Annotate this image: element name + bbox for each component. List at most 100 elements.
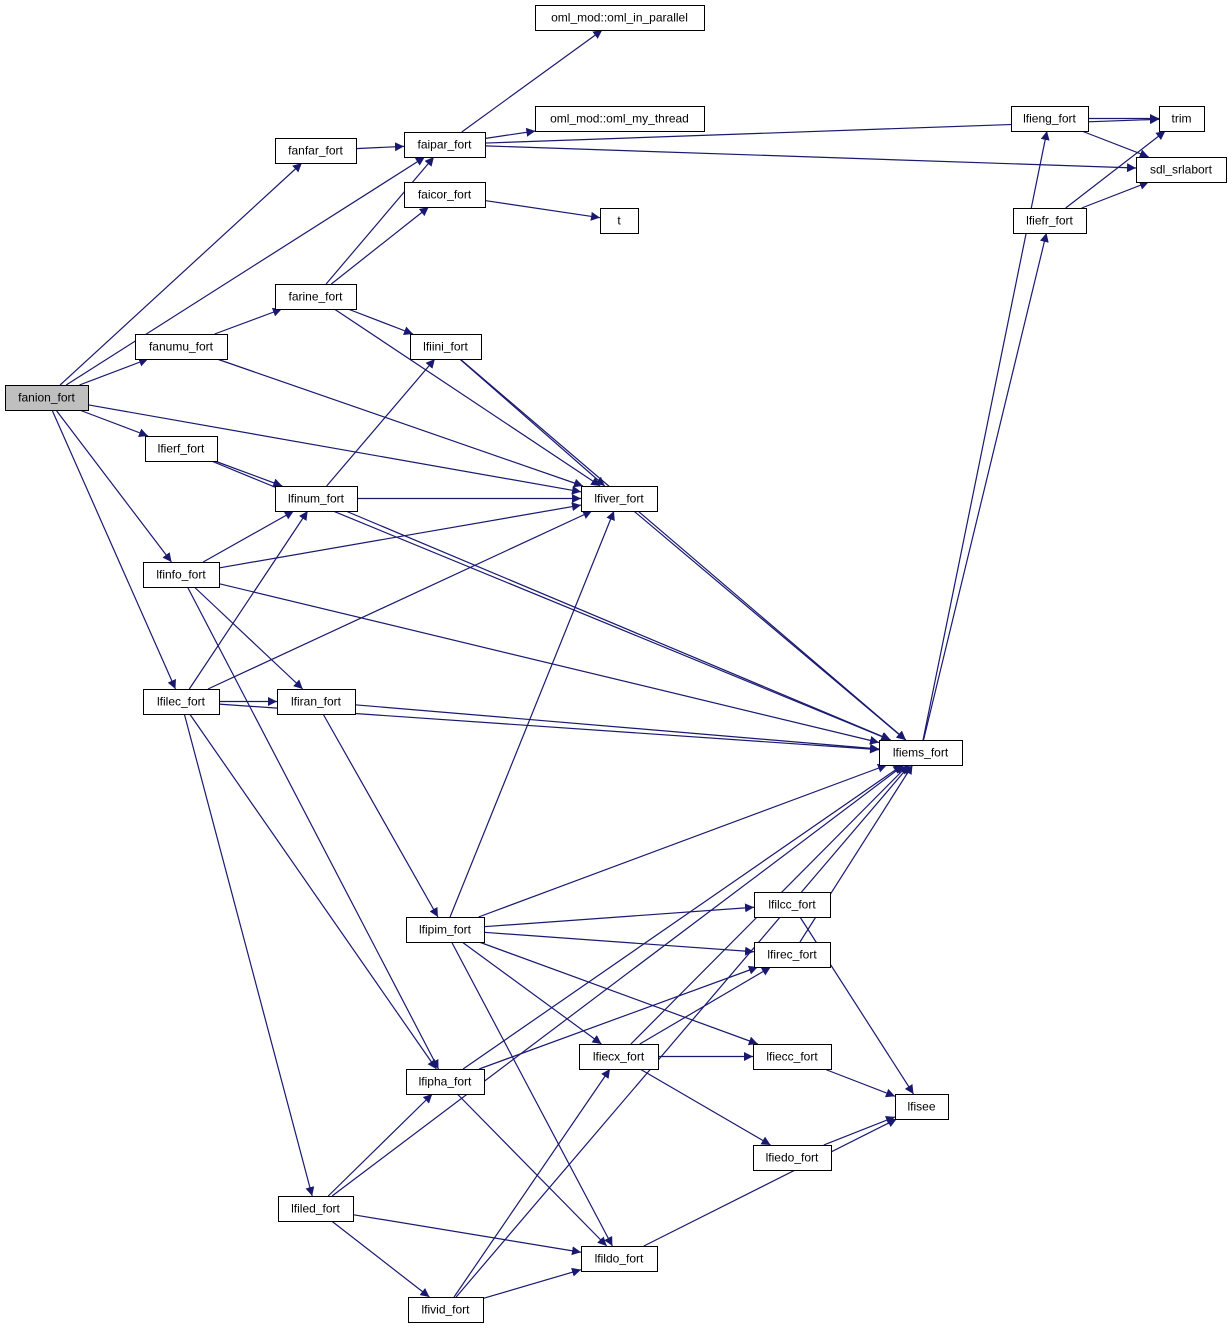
edge-lfiran_fort-to-lfiems_fort	[354, 704, 880, 753]
node-box	[406, 1069, 485, 1095]
edge-lfinfo_fort-to-lfiems_fort	[218, 583, 880, 745]
edge-farine_fort-to-faipar_fort	[325, 156, 435, 285]
node-label: lfiecc_fort	[766, 1050, 818, 1064]
node-lfildo_fort[interactable]: lfildo_fort	[581, 1246, 658, 1272]
edge-lfilec_fort-to-lfiled_fort	[183, 713, 315, 1197]
edge-lfinfo_fort-to-lfipha_fort	[186, 586, 440, 1070]
node-trim[interactable]: trim	[1159, 106, 1205, 132]
node-label: lfiled_fort	[291, 1202, 340, 1216]
node-label: lfivid_fort	[421, 1303, 470, 1317]
edge-fanion_fort-to-lfierf_fort	[79, 409, 149, 438]
node-box	[135, 334, 228, 360]
edge-lfipim_fort-to-lfildo_fort	[451, 941, 613, 1247]
node-lfiecx_fort[interactable]: lfiecx_fort	[579, 1044, 659, 1070]
node-lfieng_fort[interactable]: lfieng_fort	[1011, 106, 1089, 132]
node-box	[404, 182, 486, 208]
edge-lfiems_fort-to-lfiefr_fort	[922, 232, 1049, 741]
edge-faicor_fort-to-t	[484, 199, 601, 221]
node-lfirec_fort[interactable]: lfirec_fort	[754, 942, 831, 968]
node-label: lfinum_fort	[288, 492, 345, 506]
edge-lfilec_fort-to-lfiver_fort	[207, 510, 593, 690]
edge-lfivid_fort-to-lfiecx_fort	[453, 1068, 611, 1298]
edge-lfiver_fort-to-lfiems_fort	[633, 510, 907, 741]
node-label: lfierf_fort	[158, 442, 205, 456]
edge-lfiedo_fort-to-lfisee	[823, 1116, 896, 1146]
node-lfilcc_fort[interactable]: lfilcc_fort	[754, 892, 831, 918]
edge-fanion_fort-to-lfilec_fort	[51, 409, 177, 690]
node-label: faipar_fort	[417, 138, 472, 152]
edge-lfiefr_fort-to-sdl_srlabort	[1081, 181, 1149, 209]
node-label: sdl_srlabort	[1150, 163, 1213, 177]
node-farine_fort[interactable]: farine_fort	[275, 284, 357, 310]
edge-fanumu_fort-to-lfiver_fort	[216, 358, 584, 488]
node-label: lfilcc_fort	[768, 898, 816, 912]
node-box	[143, 562, 220, 588]
node-fanumu_fort[interactable]: fanumu_fort	[135, 334, 228, 360]
edge-faipar_fort-to-oml_my_thread	[484, 127, 536, 140]
node-lfiems_fort[interactable]: lfiems_fort	[879, 740, 963, 766]
edge-lfinum_fort-to-lfiini_fort	[326, 358, 436, 487]
edge-lfiled_fort-to-lfildo_fort	[352, 1214, 582, 1256]
node-box	[754, 892, 831, 918]
node-box	[753, 1145, 832, 1171]
node-lfiran_fort[interactable]: lfiran_fort	[277, 689, 356, 715]
node-box	[408, 1297, 484, 1323]
node-lfisee[interactable]: lfisee	[895, 1094, 949, 1120]
node-box	[581, 1246, 658, 1272]
node-label: lfisee	[907, 1100, 935, 1114]
node-lfiver_fort[interactable]: lfiver_fort	[581, 486, 658, 512]
edge-lfilec_fort-to-lfipha_fort	[189, 713, 437, 1070]
node-faipar_fort[interactable]: faipar_fort	[404, 132, 486, 158]
node-lfipim_fort[interactable]: lfipim_fort	[406, 917, 485, 943]
edge-fanion_fort-to-faipar_fort	[65, 156, 426, 386]
node-label: lfiini_fort	[423, 340, 468, 354]
edge-lfinfo_fort-to-lfiran_fort	[193, 586, 304, 690]
node-lfilec_fort[interactable]: lfilec_fort	[143, 689, 220, 715]
node-fanion_fort[interactable]: fanion_fort	[5, 385, 89, 411]
node-label: lfiedo_fort	[766, 1151, 819, 1165]
node-label: lfiecx_fort	[593, 1050, 645, 1064]
edge-lfipim_fort-to-lfiecc_fort	[478, 941, 759, 1046]
node-label: lfildo_fort	[595, 1252, 644, 1266]
node-lfivid_fort[interactable]: lfivid_fort	[408, 1297, 484, 1323]
edge-lfiran_fort-to-lfipim_fort	[322, 713, 439, 918]
node-faicor_fort[interactable]: faicor_fort	[404, 182, 486, 208]
node-t[interactable]: t	[600, 208, 639, 234]
edge-lfipim_fort-to-lfiems_fort	[478, 763, 888, 918]
edge-fanion_fort-to-fanfar_fort	[59, 162, 303, 386]
node-oml_my_thread[interactable]: oml_mod::oml_my_thread	[535, 106, 705, 132]
edge-lfipim_fort-to-lfiecx_fort	[461, 941, 602, 1045]
node-sdl_srlabort[interactable]: sdl_srlabort	[1136, 157, 1227, 183]
node-lfierf_fort[interactable]: lfierf_fort	[145, 436, 218, 462]
node-label: lfiver_fort	[594, 492, 644, 506]
node-lfinum_fort[interactable]: lfinum_fort	[275, 486, 358, 512]
node-label: oml_mod::oml_in_parallel	[551, 11, 688, 25]
node-lfiini_fort[interactable]: lfiini_fort	[410, 334, 482, 360]
node-lfiecc_fort[interactable]: lfiecc_fort	[753, 1044, 832, 1070]
edge-farine_fort-to-lfiver_fort	[333, 308, 601, 487]
edge-farine_fort-to-lfiini_fort	[347, 308, 414, 335]
node-lfinfo_fort[interactable]: lfinfo_fort	[143, 562, 220, 588]
edge-lfiled_fort-to-lfivid_fort	[331, 1220, 430, 1298]
node-label: fanion_fort	[18, 391, 75, 405]
node-lfipha_fort[interactable]: lfipha_fort	[406, 1069, 485, 1095]
edge-lfivid_fort-to-lfiems_fort	[455, 764, 911, 1298]
node-box	[5, 385, 89, 411]
node-lfiled_fort[interactable]: lfiled_fort	[278, 1196, 354, 1222]
edge-fanumu_fort-to-farine_fort	[214, 307, 283, 335]
node-fanfar_fort[interactable]: fanfar_fort	[275, 138, 357, 164]
node-label: trim	[1172, 112, 1192, 126]
edges	[51, 29, 1166, 1300]
node-label: lfilec_fort	[157, 695, 206, 709]
node-box	[277, 689, 356, 715]
edge-fanion_fort-to-lfiver_fort	[87, 404, 582, 495]
edge-lfildo_fort-to-lfisee	[643, 1118, 897, 1247]
node-label: lfinfo_fort	[156, 568, 206, 582]
node-oml_in_parallel[interactable]: oml_mod::oml_in_parallel	[535, 5, 705, 31]
node-lfiefr_fort[interactable]: lfiefr_fort	[1013, 208, 1087, 234]
node-lfiedo_fort[interactable]: lfiedo_fort	[753, 1145, 832, 1171]
node-label: lfiran_fort	[291, 695, 342, 709]
node-box	[600, 208, 639, 234]
node-box	[1013, 208, 1087, 234]
edge-fanion_fort-to-fanumu_fort	[79, 357, 149, 386]
